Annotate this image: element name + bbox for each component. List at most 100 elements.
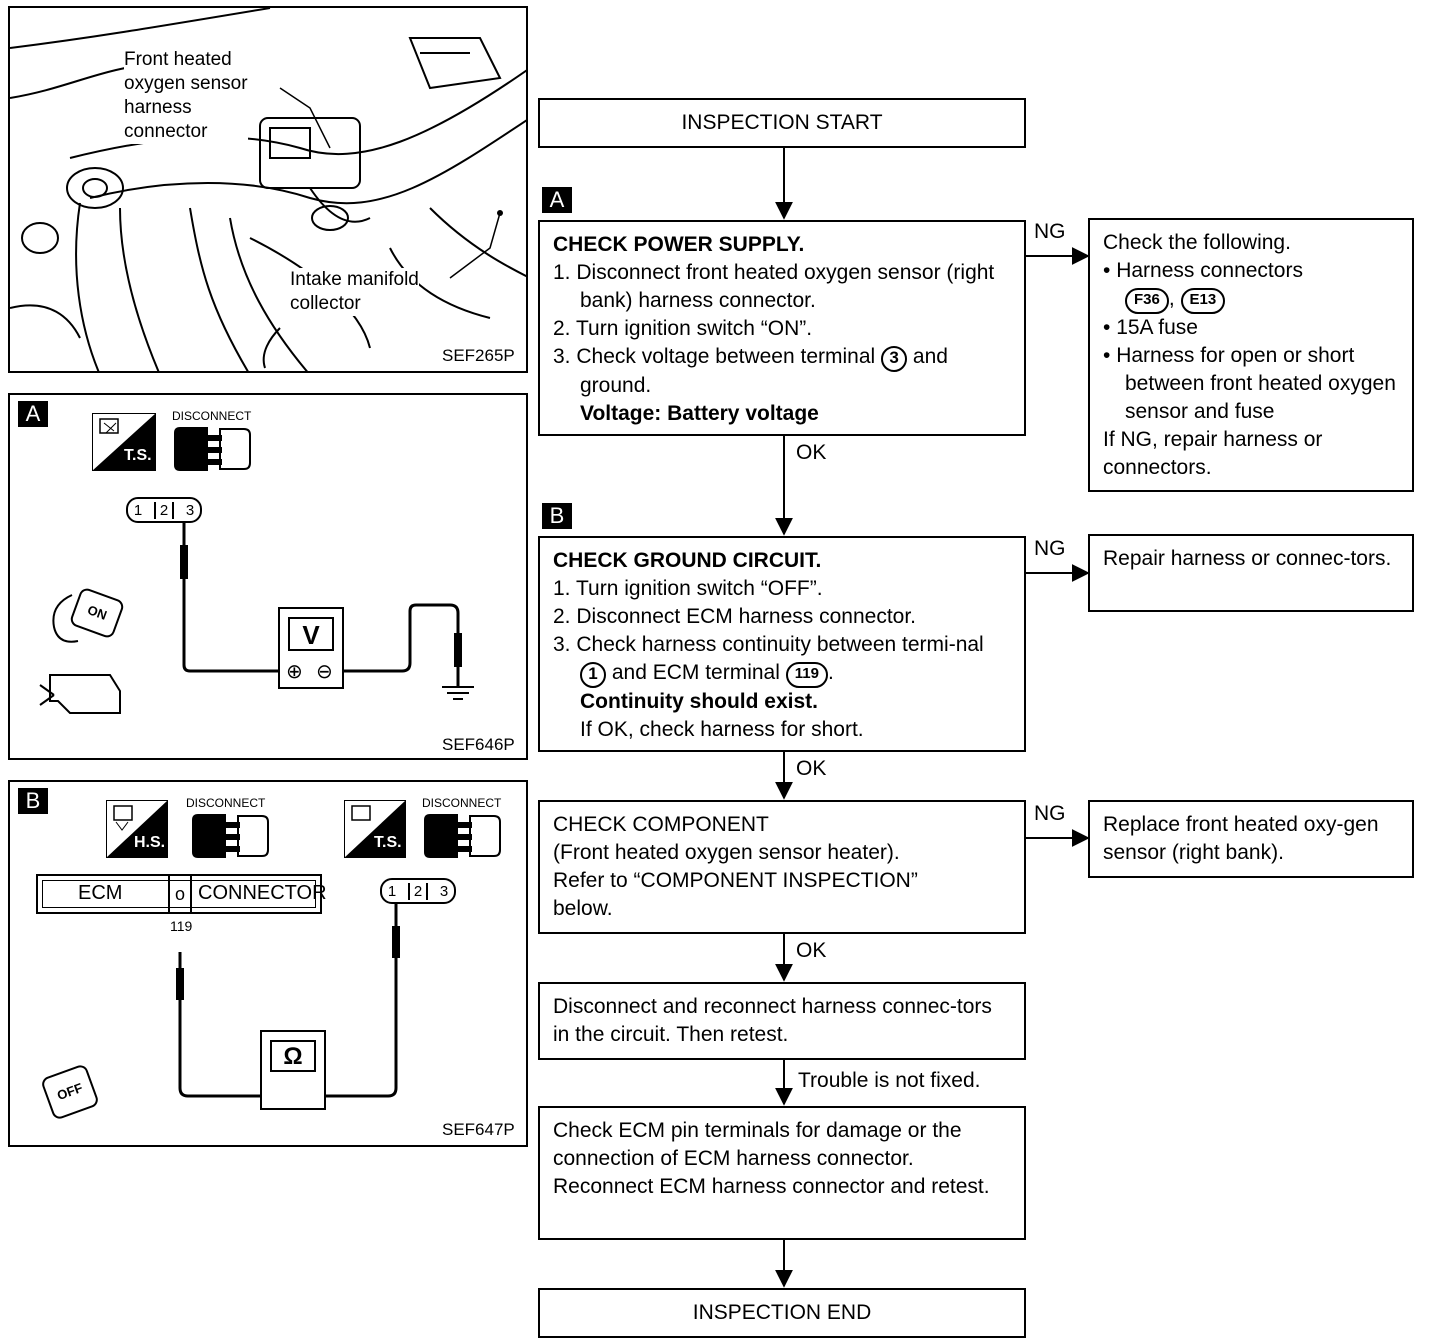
power-ng-bullet3: Harness for open or short between front … [1116, 344, 1396, 423]
sensor-label-line2: oxygen sensor [124, 73, 248, 94]
terminal-3-symbol: 3 [881, 346, 908, 372]
ecm-connector: ECM o CONNECTOR [36, 874, 327, 914]
ground-ng-action-box: Repair harness or connec-tors. [1088, 534, 1414, 612]
connector-e13-symbol: E13 [1180, 288, 1226, 314]
ground-title: CHECK GROUND CIRCUIT. [553, 549, 822, 572]
ecm-check-text: Check ECM pin terminals for damage or th… [553, 1119, 990, 1198]
check-ecm-pins-box: Check ECM pin terminals for damage or th… [538, 1106, 1026, 1240]
voltage-probe-wiring [39, 523, 474, 714]
ground-spec: Continuity should exist. [580, 690, 819, 713]
power-spec: Voltage: Battery voltage [580, 402, 819, 425]
ecm-terminal-number: 119 [170, 918, 193, 934]
ground-ng-text: Repair harness or connec-tors. [1103, 547, 1392, 570]
continuity-probe-wiring [176, 904, 400, 1098]
ground-step1-num: 1. [553, 577, 571, 600]
disconnect-label-2: DISCONNECT [422, 796, 502, 810]
ground-ng-label: NG [1034, 537, 1066, 560]
trouble-not-fixed-label: Trouble is not fixed. [798, 1069, 981, 1092]
ground-step3-num: 3. [553, 633, 571, 656]
pin-1: 1 [133, 501, 143, 519]
connector-f36-symbol: F36 [1125, 288, 1169, 314]
pin-2: 2 [407, 882, 429, 900]
ts-label: T.S. [374, 834, 402, 851]
reconnect-text: Disconnect and reconnect harness connec-… [553, 995, 992, 1046]
panel-b-tag: B [18, 788, 48, 814]
connector-label: CONNECTOR [198, 882, 327, 904]
engine-photo-panel: Front heated oxygen sensor harness conne… [8, 6, 528, 373]
sensor-label-line1: Front heated [124, 49, 232, 70]
ecm-label: ECM [78, 882, 123, 904]
check-component-box: CHECK COMPONENT (Front heated oxygen sen… [538, 800, 1026, 934]
pin-3: 3 [439, 882, 449, 900]
sensor-label-line3: harness [124, 97, 192, 118]
disconnect-connector-icon-1 [188, 812, 272, 860]
power-step1-num: 1. [553, 261, 571, 284]
figure-code: SEF646P [442, 735, 515, 754]
disconnect-label: DISCONNECT [172, 409, 252, 423]
component-ng-label: NG [1034, 802, 1066, 825]
component-ng-text: Replace front heated oxy-gen sensor (rig… [1103, 813, 1379, 864]
component-ng-action-box: Replace front heated oxy-gen sensor (rig… [1088, 800, 1414, 878]
power-ng-bullet2: 15A fuse [1116, 316, 1198, 339]
power-step3-num: 3. [553, 345, 571, 368]
power-ng-outro: If NG, repair harness or connectors. [1103, 428, 1323, 479]
plus-terminal: ⊕ [286, 661, 303, 683]
power-ng-bullet1: Harness connectors [1116, 259, 1303, 282]
power-step1: Disconnect front heated oxygen sensor (r… [576, 261, 995, 312]
component-ok-label: OK [796, 939, 827, 962]
panel-b-continuity-check: B H.S. DISCONNECT T.S. DISCONNECT [8, 780, 528, 1147]
sensor-label-line4: connector [124, 121, 208, 142]
step-a-tag: A [542, 187, 572, 213]
ground-step2-num: 2. [553, 605, 571, 628]
ground-step1: Turn ignition switch “OFF”. [575, 577, 823, 600]
sensor-connector-pins: 1 2 3 [126, 497, 202, 523]
test-side-icon: T.S. [92, 413, 156, 471]
terminal-1-symbol: 1 [580, 662, 606, 688]
voltmeter-symbol: V [288, 617, 334, 651]
inspection-end-box: INSPECTION END [538, 1288, 1026, 1338]
manifold-label-line1: Intake manifold [290, 269, 419, 290]
check-power-supply-box: CHECK POWER SUPPLY. 1. Disconnect front … [538, 220, 1026, 436]
ground-note: If OK, check harness for short. [580, 718, 864, 741]
component-line4: below. [553, 897, 613, 920]
component-line3: Refer to “COMPONENT INSPECTION” [553, 869, 918, 892]
power-ng-label: NG [1034, 220, 1066, 243]
check-ground-circuit-box: CHECK GROUND CIRCUIT. 1. Turn ignition s… [538, 536, 1026, 752]
figure-code: SEF265P [442, 346, 515, 365]
component-line2: (Front heated oxygen sensor heater). [553, 841, 900, 864]
reconnect-harness-box: Disconnect and reconnect harness connec-… [538, 982, 1026, 1060]
figure-code: SEF647P [442, 1120, 515, 1139]
disconnect-connector-icon-2 [420, 812, 504, 860]
power-ok-label: OK [796, 441, 827, 464]
test-side-icon: T.S. [344, 800, 406, 858]
engine-bay-illustration [10, 8, 526, 371]
ecm-pin-slot: o [168, 876, 192, 912]
power-title: CHECK POWER SUPPLY. [553, 233, 805, 256]
ohmmeter: Ω [260, 1030, 326, 1110]
pin-1: 1 [387, 882, 397, 900]
hs-label: H.S. [134, 834, 166, 851]
harness-side-icon: H.S. [106, 800, 168, 858]
ground-step2: Disconnect ECM harness connector. [576, 605, 917, 628]
panel-a-voltage-check: A T.S. DISCONNECT 1 2 3 [8, 393, 528, 760]
power-step3-a: Check voltage between terminal [576, 345, 876, 368]
voltmeter: V ⊕ ⊖ [278, 607, 344, 689]
pin-2: 2 [153, 501, 175, 519]
ecm-terminal-119-symbol: 119 [785, 662, 828, 688]
component-line1: CHECK COMPONENT [553, 813, 769, 836]
ground-step3-b: and ECM terminal [611, 661, 780, 684]
ground-ok-label: OK [796, 757, 827, 780]
sensor-connector-pins: 1 2 3 [380, 878, 456, 904]
minus-terminal: ⊖ [316, 661, 333, 683]
manifold-label-line2: collector [290, 293, 361, 314]
inspection-start-box: INSPECTION START [538, 98, 1026, 148]
step-b-tag: B [542, 503, 572, 529]
panel-a-tag: A [18, 401, 48, 427]
ohmmeter-symbol: Ω [270, 1040, 316, 1072]
power-step3-b: and ground. [580, 345, 948, 397]
pin-3: 3 [185, 501, 195, 519]
power-step2-num: 2. [553, 317, 571, 340]
disconnect-connector-icon [170, 425, 254, 473]
power-step2: Turn ignition switch “ON”. [575, 317, 813, 340]
power-ng-intro: Check the following. [1103, 231, 1291, 254]
